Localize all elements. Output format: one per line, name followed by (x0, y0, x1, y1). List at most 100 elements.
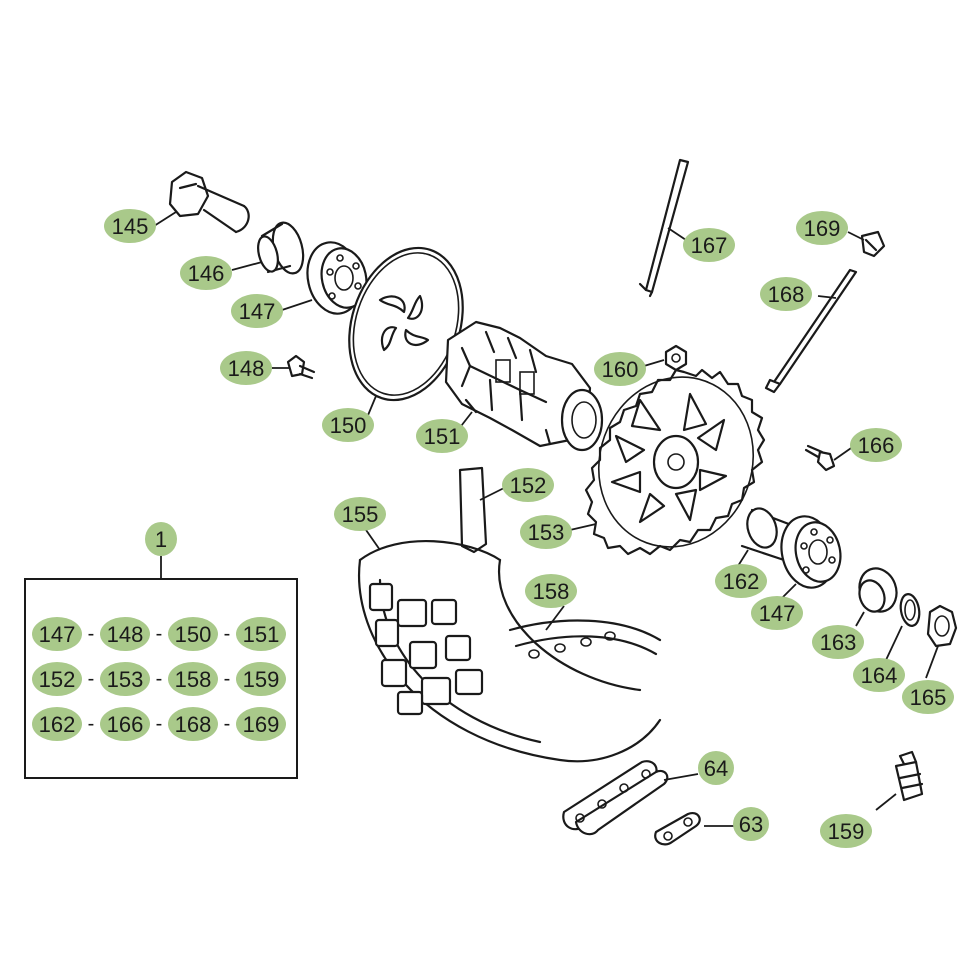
svg-text:168: 168 (768, 282, 805, 307)
kit-item-148: 148 (100, 617, 150, 651)
callout-155: 155 (334, 497, 386, 531)
svg-text:163: 163 (820, 630, 857, 655)
kit-separator: - (156, 668, 163, 690)
callout-159: 159 (820, 814, 872, 848)
kit-item-159: 159 (236, 662, 286, 696)
callout-64: 64 (698, 751, 734, 785)
callout-146: 146 (180, 256, 232, 290)
callout-163: 163 (812, 625, 864, 659)
callout-145: 145 (104, 209, 156, 243)
callout-148: 148 (220, 351, 272, 385)
svg-text:148: 148 (228, 356, 265, 381)
spoke-long-part (764, 268, 858, 394)
callout-1: 1 (145, 522, 177, 556)
callout-167: 167 (683, 228, 735, 262)
tyre-valve-part (894, 750, 924, 802)
callout-63: 63 (733, 807, 769, 841)
kit-item-147: 147 (32, 617, 82, 651)
sprocket-nut-part (664, 344, 688, 372)
svg-text:158: 158 (533, 579, 570, 604)
spacer-right-part (858, 567, 898, 613)
axle-nut-part (926, 604, 958, 648)
callout-168: 168 (760, 277, 812, 311)
rim-part (508, 619, 662, 659)
callout-158: 158 (525, 574, 577, 608)
svg-text:162: 162 (39, 712, 76, 737)
kit-item-162: 162 (32, 707, 82, 741)
kit-item-168: 168 (168, 707, 218, 741)
callout-164: 164 (853, 658, 905, 692)
callout-169: 169 (796, 211, 848, 245)
wheel-bearing-left-part (306, 241, 368, 315)
brake-disc-part (348, 246, 464, 402)
kit-separator: - (156, 623, 163, 645)
washer-part (899, 593, 921, 627)
svg-text:159: 159 (828, 819, 865, 844)
spacer-part (257, 221, 305, 275)
kit-item-166: 166 (100, 707, 150, 741)
svg-text:148: 148 (107, 622, 144, 647)
spacer-tube-part (740, 507, 796, 562)
svg-text:166: 166 (107, 712, 144, 737)
callout-152: 152 (502, 468, 554, 502)
tyre-part (357, 539, 662, 763)
svg-text:155: 155 (342, 502, 379, 527)
kit-separator: - (224, 668, 231, 690)
svg-text:160: 160 (602, 357, 639, 382)
svg-text:159: 159 (243, 667, 280, 692)
disc-bolt-part (286, 354, 316, 380)
callout-153: 153 (520, 515, 572, 549)
kit-separator: - (88, 623, 95, 645)
svg-text:151: 151 (243, 622, 280, 647)
axle-bolt-part (168, 170, 250, 234)
leader-lines (153, 211, 939, 827)
callout-162: 162 (715, 564, 767, 598)
kit-item-153: 153 (100, 662, 150, 696)
svg-text:147: 147 (39, 622, 76, 647)
wheel-hub-part (444, 320, 604, 452)
svg-text:153: 153 (107, 667, 144, 692)
kit-separator: - (88, 713, 95, 735)
callout-160: 160 (594, 352, 646, 386)
svg-text:164: 164 (861, 663, 898, 688)
svg-text:147: 147 (759, 601, 796, 626)
wheel-bearing-right-part (780, 515, 842, 589)
svg-text:152: 152 (39, 667, 76, 692)
rear-sprocket-part (584, 368, 766, 556)
callout-147-right: 147 (751, 596, 803, 630)
svg-text:151: 151 (424, 424, 461, 449)
svg-text:162: 162 (723, 569, 760, 594)
kit-item-169: 169 (236, 707, 286, 741)
kit-separator: - (224, 713, 231, 735)
svg-text:152: 152 (510, 473, 547, 498)
svg-text:146: 146 (188, 261, 225, 286)
callout-147-left: 147 (231, 294, 283, 328)
svg-text:145: 145 (112, 214, 149, 239)
kit-item-158: 158 (168, 662, 218, 696)
spoke-short-part (638, 158, 690, 298)
callout-151: 151 (416, 419, 468, 453)
svg-text:150: 150 (175, 622, 212, 647)
svg-text:1: 1 (155, 527, 167, 552)
kit-separator: - (224, 623, 231, 645)
svg-text:147: 147 (239, 299, 276, 324)
svg-text:153: 153 (528, 520, 565, 545)
sprocket-bolt-part (804, 444, 836, 472)
kit-item-150: 150 (168, 617, 218, 651)
kit-box: 147 - 148 - 150 - 151 152 - 153 - 15 (24, 578, 298, 779)
chain-master-link-part (654, 812, 701, 846)
callout-166: 166 (850, 428, 902, 462)
kit-separator: - (88, 668, 95, 690)
svg-text:150: 150 (330, 413, 367, 438)
drive-chain-part (562, 760, 669, 836)
callout-165: 165 (902, 680, 954, 714)
kit-item-151: 151 (236, 617, 286, 651)
kit-separator: - (156, 713, 163, 735)
svg-text:166: 166 (858, 433, 895, 458)
svg-text:165: 165 (910, 685, 947, 710)
svg-text:64: 64 (704, 756, 728, 781)
svg-text:167: 167 (691, 233, 728, 258)
svg-text:168: 168 (175, 712, 212, 737)
kit-item-152: 152 (32, 662, 82, 696)
